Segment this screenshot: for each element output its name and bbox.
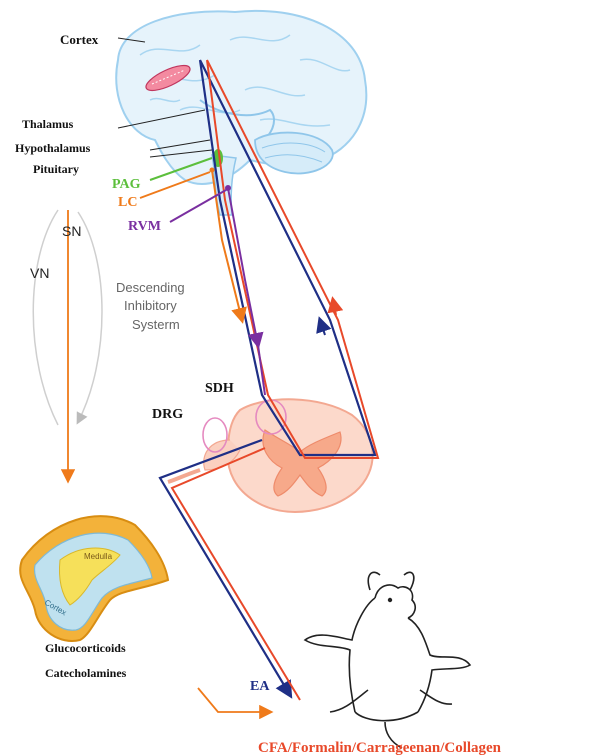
pituitary-label: Pituitary bbox=[33, 162, 79, 176]
stimuli-label: CFA/Formalin/Carrageenan/Collagen bbox=[258, 740, 502, 755]
adrenal-gland-illustration bbox=[20, 516, 168, 641]
sdh-label: SDH bbox=[205, 381, 234, 396]
brain-illustration bbox=[116, 11, 366, 215]
sn-label: SN bbox=[62, 223, 81, 239]
medulla-label: Medulla bbox=[84, 552, 113, 561]
cortex-label: Cortex bbox=[60, 32, 99, 47]
rvm-descending-pathway bbox=[228, 188, 258, 345]
thalamus-label: Thalamus bbox=[22, 117, 74, 131]
descending-label-line3: Systerm bbox=[132, 317, 180, 332]
rvm-label: RVM bbox=[128, 219, 161, 234]
hypothalamus-label: Hypothalamus bbox=[15, 141, 91, 155]
lc-label: LC bbox=[118, 195, 137, 210]
pag-label: PAG bbox=[112, 177, 141, 192]
glucocorticoids-label: Glucocorticoids bbox=[45, 641, 126, 655]
rat-outline bbox=[305, 572, 470, 748]
drg-label: DRG bbox=[152, 407, 183, 422]
catecholamines-label: Catecholamines bbox=[45, 666, 127, 680]
vn-label: VN bbox=[30, 265, 49, 281]
descending-label-line2: Inhibitory bbox=[124, 298, 177, 313]
ea-label: EA bbox=[250, 679, 270, 694]
descending-label-line1: Descending bbox=[116, 280, 185, 295]
